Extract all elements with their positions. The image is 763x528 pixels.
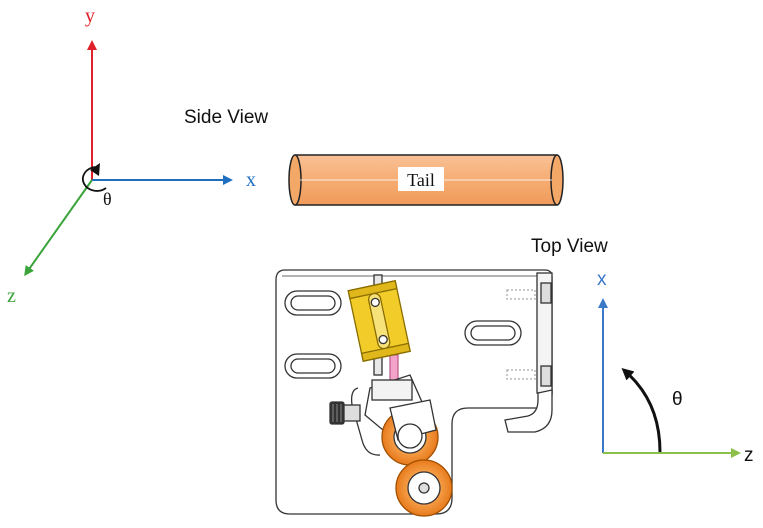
z-axis-label: z <box>7 285 16 307</box>
x-axis-label: x <box>246 169 256 191</box>
top-x-axis-label: x <box>597 269 607 290</box>
slot-right <box>464 320 522 346</box>
theta-arc-arrow-icon <box>621 368 662 453</box>
top-coordinate-frame: x z θ <box>597 269 754 466</box>
mechanism-illustration <box>275 269 553 517</box>
tail-label: Tail <box>407 170 435 190</box>
z-axis-arrow <box>24 179 93 277</box>
tail-cylinder: Tail <box>288 154 564 206</box>
rotation-arrow-icon <box>82 166 107 192</box>
theta-label-side: θ <box>103 189 112 209</box>
side-view-title: Side View <box>184 107 268 128</box>
knob <box>329 401 361 425</box>
rotation-arrowhead-icon <box>90 163 100 176</box>
top-z-axis-label: z <box>744 445 754 466</box>
top-view-title: Top View <box>531 236 608 257</box>
y-axis-label: y <box>85 5 95 27</box>
lower-wheel <box>395 459 453 517</box>
theta-label-top: θ <box>672 389 683 410</box>
side-coordinate-frame: y x z θ <box>7 5 256 307</box>
slot-left-bottom <box>284 353 342 379</box>
slot-left-top <box>284 290 342 316</box>
